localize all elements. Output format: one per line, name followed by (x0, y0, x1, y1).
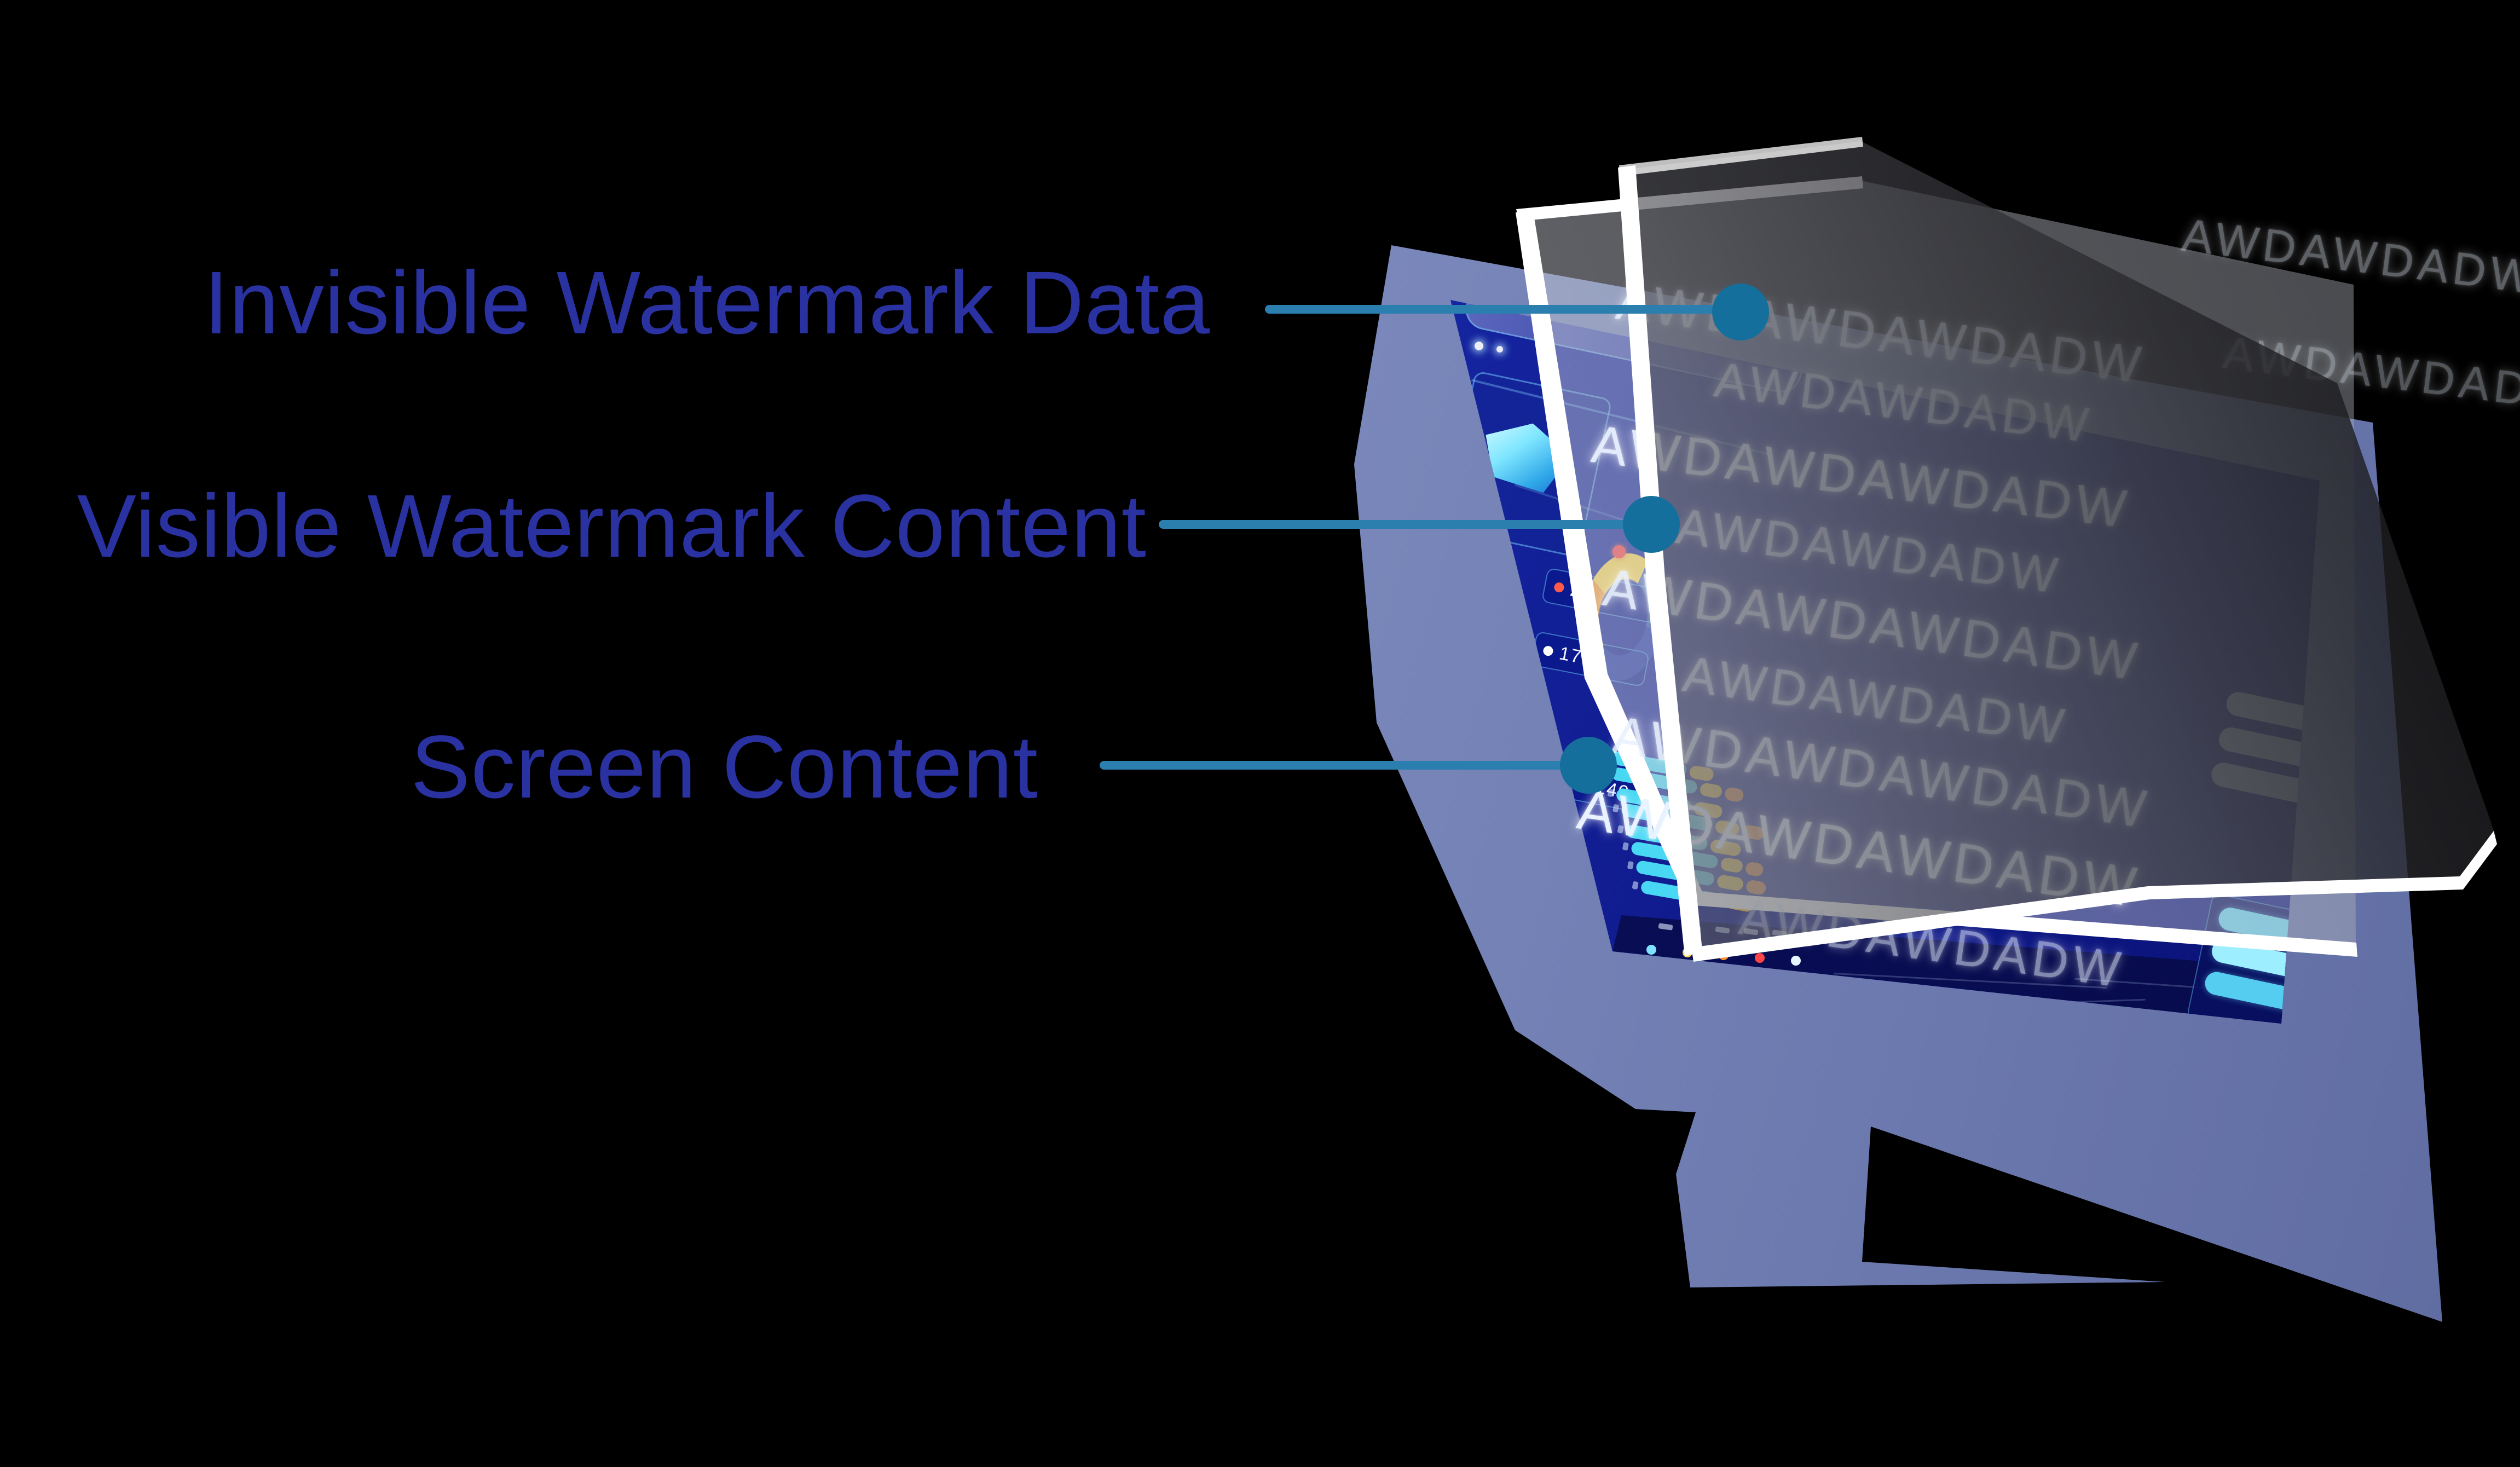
status-light-icon (1475, 342, 1483, 350)
legend-dot-icon (1755, 953, 1765, 963)
label-screen-content: Screen Content (411, 717, 1038, 817)
marker-dot-invisible (1712, 284, 1769, 340)
leader-line-visible (1159, 520, 1651, 529)
status-light-icon (1496, 346, 1503, 353)
marker-dot-visible (1623, 496, 1680, 553)
leader-line-screen (1100, 761, 1588, 770)
label-invisible-watermark-data: Invisible Watermark Data (204, 252, 1210, 353)
label-visible-watermark-content: Visible Watermark Content (77, 476, 1147, 576)
legend-dot-icon (1646, 945, 1656, 955)
marker-dot-screen (1560, 737, 1617, 794)
legend-dot-icon (1791, 956, 1801, 966)
watermark-row: AWDAWDADW (2179, 209, 2520, 304)
leader-line-invisible (1265, 305, 1741, 314)
